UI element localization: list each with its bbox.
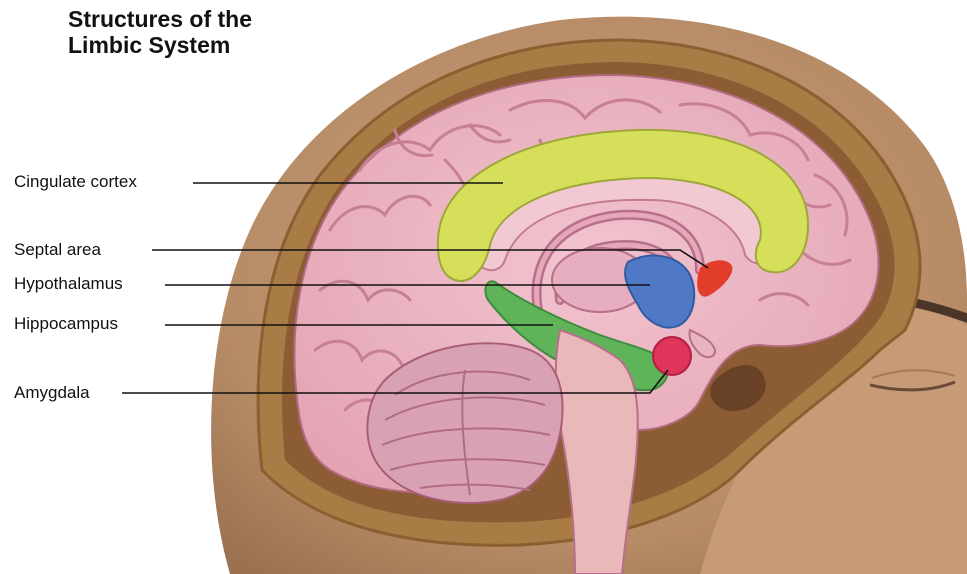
amygdala — [653, 337, 691, 375]
title-line-1: Structures of the — [68, 6, 252, 32]
label-cingulate-cortex: Cingulate cortex — [14, 172, 137, 192]
label-amygdala: Amygdala — [14, 383, 90, 403]
title-line-2: Limbic System — [68, 32, 252, 58]
page-title: Structures of the Limbic System — [68, 6, 252, 58]
label-septal-area: Septal area — [14, 240, 101, 260]
label-hypothalamus: Hypothalamus — [14, 274, 123, 294]
label-hippocampus: Hippocampus — [14, 314, 118, 334]
